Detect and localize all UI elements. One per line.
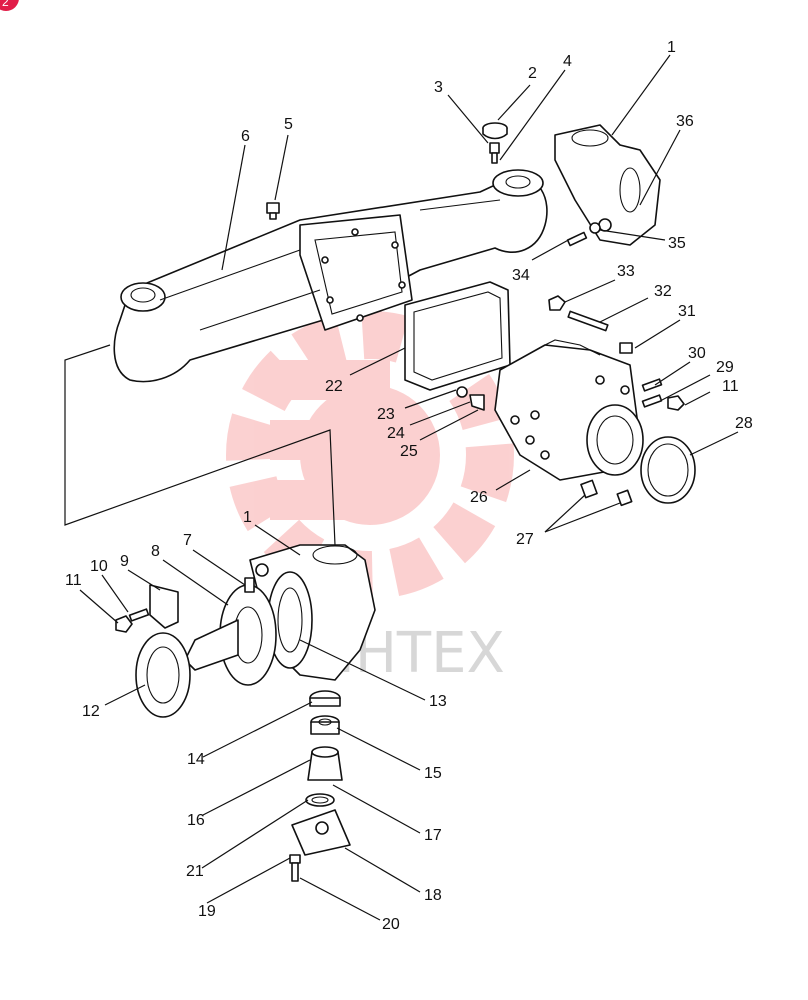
callout-18: 18 (424, 887, 442, 904)
callout-labels: 1 1 2 3 4 5 6 7 8 9 10 11 11 12 13 14 15… (65, 39, 753, 933)
callout-32: 32 (654, 283, 672, 300)
callout-30: 30 (688, 345, 706, 362)
carrier-small-parts (548, 295, 685, 507)
steering-knuckle-lower (249, 544, 376, 681)
callout-4: 4 (563, 53, 572, 70)
callout-25: 25 (400, 443, 418, 460)
callout-35: 35 (668, 235, 686, 252)
callout-3: 3 (434, 79, 443, 96)
callout-10: 10 (90, 558, 108, 575)
spindle-bolt (244, 577, 255, 593)
callout-1-lower: 1 (243, 509, 252, 526)
callout-8: 8 (151, 543, 160, 560)
flange-gasket (135, 632, 191, 718)
oil-seal-large (640, 436, 696, 504)
housing-gasket (404, 281, 511, 391)
differential-seal-parts (456, 386, 485, 411)
knuckle-pin (566, 231, 588, 247)
steering-knuckle-upper (554, 124, 661, 246)
callout-20: 20 (382, 916, 400, 933)
callout-29: 29 (716, 359, 734, 376)
spindle-flange (184, 584, 277, 686)
callout-11-right: 11 (722, 378, 739, 395)
callout-leaders (79, 54, 739, 921)
corner-badge: 2 (0, 0, 19, 11)
callout-6: 6 (241, 128, 250, 145)
callout-33: 33 (617, 263, 635, 280)
cap (482, 122, 508, 140)
callout-2: 2 (528, 65, 537, 82)
callout-36: 36 (676, 113, 694, 130)
kingpin-stack (289, 690, 351, 882)
watermark-logo (226, 311, 514, 599)
callout-26: 26 (470, 489, 488, 506)
callout-24: 24 (387, 425, 405, 442)
callout-7: 7 (183, 532, 192, 549)
callout-31: 31 (678, 303, 696, 320)
assembly-guide-lines (64, 344, 336, 546)
mounting-bracket (149, 584, 179, 629)
axle-housing (113, 169, 548, 383)
callout-23: 23 (377, 406, 395, 423)
callout-16: 16 (187, 812, 205, 829)
callout-13: 13 (429, 693, 447, 710)
callout-11-left: 11 (65, 572, 82, 589)
callout-28: 28 (735, 415, 753, 432)
callout-19: 19 (198, 903, 216, 920)
knuckle-plug (589, 222, 601, 234)
corner-badge-label: 2 (2, 0, 9, 9)
differential-carrier (494, 339, 644, 481)
callout-15: 15 (424, 765, 442, 782)
callout-12: 12 (82, 703, 100, 720)
callout-27: 27 (516, 531, 534, 548)
grease-fitting (489, 142, 500, 164)
callout-14: 14 (187, 751, 205, 768)
bolt-and-nut (115, 608, 150, 633)
callout-21: 21 (186, 863, 204, 880)
callout-9: 9 (120, 553, 129, 570)
callout-22: 22 (325, 378, 343, 395)
callout-1-top: 1 (667, 39, 676, 56)
callout-17: 17 (424, 827, 442, 844)
callout-34: 34 (512, 267, 530, 284)
callout-5: 5 (284, 116, 293, 133)
breather-fitting (266, 202, 280, 220)
